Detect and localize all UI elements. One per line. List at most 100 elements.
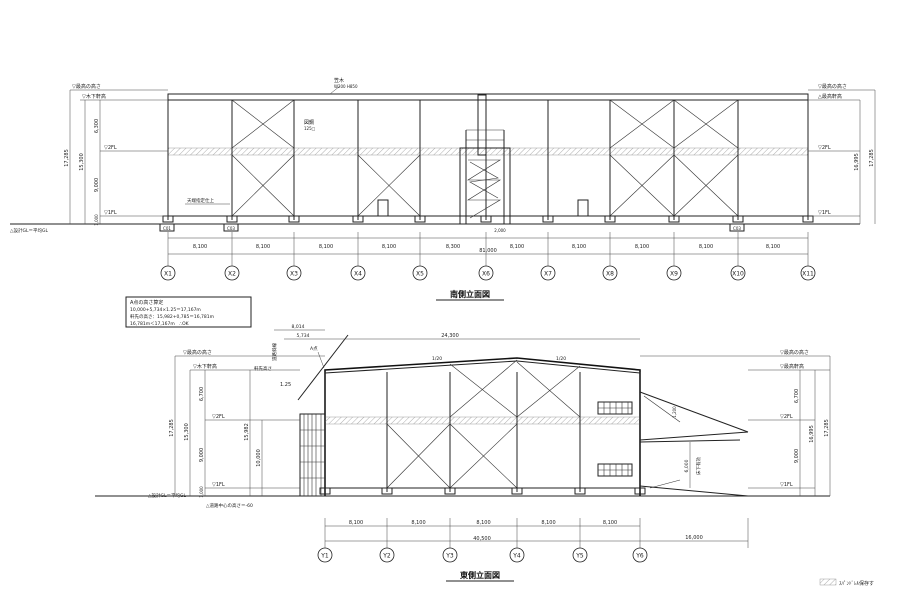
- east-calc-line-3: 16,781m＜17,167m ∴OK: [130, 321, 190, 327]
- south-span-label: 8,100: [699, 244, 713, 250]
- east-right-dim-1: 16,995: [809, 425, 815, 443]
- south-parapet: [167, 93, 809, 101]
- east-window-upper: [597, 401, 633, 415]
- south-base-tag-2: [223, 223, 239, 232]
- south-left-level-1fl: ▽1FL: [104, 210, 117, 216]
- south-grid-label: X5: [416, 271, 424, 278]
- east-left-dim-lower: 9,000: [199, 448, 205, 462]
- south-columns: [162, 100, 814, 223]
- east-calc-title: A点の高さ算定: [130, 299, 163, 306]
- east-span-label: 8,100: [541, 520, 555, 526]
- east-grid-bubble: [442, 547, 458, 563]
- east-calc-line-1: 10,000+5,734×1.25＝17,167m: [130, 307, 201, 313]
- south-left-dim-base: 1,000: [94, 214, 99, 226]
- east-left-level-2fl: ▽2FL: [212, 414, 225, 420]
- south-span-label: 8,100: [256, 244, 270, 250]
- east-oblique-line: [297, 334, 349, 401]
- east-total-width: 40,500: [473, 536, 491, 542]
- south-grid-bubble: [540, 265, 556, 281]
- south-base-tag-3: [729, 223, 745, 232]
- east-canopy-dim: 6,000: [684, 459, 690, 472]
- east-column-base: [634, 487, 646, 495]
- south-grid-bubble: [224, 265, 240, 281]
- east-span-label: 8,100: [349, 520, 363, 526]
- east-column-base: [574, 487, 586, 495]
- south-grid-bubble: [666, 265, 682, 281]
- south-span-label: 8,100: [319, 244, 333, 250]
- east-canopy-label: 1,200: [672, 406, 677, 418]
- east-bracing: [386, 359, 581, 489]
- south-base-tag-2-text: C03: [227, 226, 235, 231]
- south-grid-bubble: [160, 265, 176, 281]
- south-span-label: 8,100: [193, 244, 207, 250]
- legend-label: ｽﾊﾟﾝﾄﾞﾚﾙ保存す: [839, 580, 874, 587]
- east-span-label: 8,100: [603, 520, 617, 526]
- east-right-level-eave: ▽最高軒高: [780, 363, 804, 370]
- east-ground-label-2: △道路中心の高さ＝-60: [206, 502, 253, 509]
- east-2fl-band: [324, 416, 641, 425]
- east-grid-label: Y1: [320, 553, 329, 560]
- east-slope-1: 1/20: [432, 356, 442, 362]
- south-note-base: 天端指定仕上: [187, 197, 214, 204]
- south-grid-bubble: [412, 265, 428, 281]
- east-right-level-top: ▽最高の高さ: [780, 349, 809, 356]
- south-grid-label: X3: [290, 271, 298, 278]
- east-elevation-title: 東側立面図: [460, 570, 500, 580]
- east-right-dim-2: 17,285: [824, 419, 830, 437]
- east-note-slope: 1.25: [280, 382, 291, 388]
- south-elevation-title: 南側立面図: [450, 289, 490, 299]
- east-right-level-2fl: ▽2FL: [780, 414, 793, 420]
- south-grid-label: X2: [228, 271, 236, 278]
- legend-swatch: [819, 578, 837, 586]
- south-grid-bubble: [730, 265, 746, 281]
- south-grid-label: X7: [544, 271, 552, 278]
- east-span-label: 8,100: [411, 520, 425, 526]
- south-note-column-sub: 125□: [304, 126, 316, 131]
- east-span-label: 16,000: [685, 535, 703, 541]
- east-grid-bubble: [632, 547, 648, 563]
- south-right-dim-2: 17,285: [869, 149, 875, 167]
- south-note-center: 2,000: [494, 228, 506, 233]
- south-right-level-2fl: ▽2FL: [818, 145, 831, 151]
- south-note-column: 図鋼: [304, 119, 314, 126]
- south-right-dim-1: 16,995: [854, 153, 860, 171]
- south-left-level-2fl: ▽2FL: [104, 145, 117, 151]
- east-left-dim-total: 17,285: [169, 419, 175, 437]
- east-grid-label: Y3: [445, 553, 454, 560]
- east-right-level-1fl: ▽1FL: [780, 482, 793, 488]
- south-2fl-band: [167, 147, 809, 156]
- south-left-level-top: ▽最高の高さ: [72, 83, 101, 90]
- east-left-dim-eave: 15,982: [244, 423, 250, 441]
- east-right-dim-upper: 6,700: [794, 389, 800, 403]
- south-grid-bubble: [602, 265, 618, 281]
- east-grid-label: Y6: [635, 553, 644, 560]
- south-grid-bubble: [478, 265, 494, 281]
- south-grid-label: X10: [732, 271, 744, 278]
- south-grid-label: X8: [606, 271, 614, 278]
- south-grid-bubble: [350, 265, 366, 281]
- south-right-level-top: ▽最高の高さ: [818, 83, 847, 90]
- south-span-label: 8,300: [446, 244, 460, 250]
- east-span-label: 8,100: [476, 520, 490, 526]
- south-base-tag-1-text: C01: [163, 226, 171, 231]
- east-top-dim-1: 8,014: [292, 324, 305, 330]
- east-left-level-eave: ▽木下軒高: [193, 363, 217, 370]
- south-left-dim-upper: 6,300: [94, 119, 100, 133]
- south-column-base: [542, 215, 554, 223]
- east-calc-box: [125, 296, 252, 328]
- east-grid-label: Y2: [382, 553, 391, 560]
- south-bracing: [231, 99, 739, 217]
- south-total-width: 81,000: [479, 248, 497, 254]
- east-left-dim-upper: 6,700: [199, 387, 205, 401]
- south-grid-label: X4: [354, 271, 362, 278]
- east-grid-bubble: [509, 547, 525, 563]
- east-span-dimensions: 8,100 8,100 8,100 8,100 8,100 16,000: [324, 518, 749, 548]
- south-grid-bubble: [800, 265, 816, 281]
- east-left-dim-height: 15,300: [184, 423, 190, 441]
- south-elevation: C01 C03 C03 笠木 W200 H850 図鋼 125□ 天端指定仕上 …: [10, 77, 876, 301]
- east-note-a-point: A点: [310, 346, 318, 352]
- south-column-base: [480, 215, 492, 223]
